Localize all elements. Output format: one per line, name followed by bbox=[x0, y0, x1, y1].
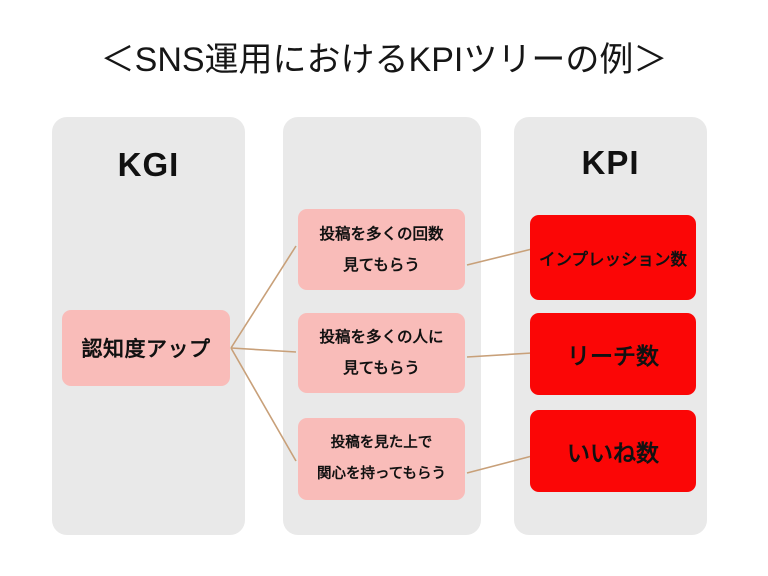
column-heading-kpi: KPI bbox=[581, 144, 640, 181]
node-middle-1-text: 投稿を多くの回数 見てもらう bbox=[319, 219, 443, 281]
node-kpi-3-label: いいね数 bbox=[567, 440, 659, 466]
node-middle-2-line1: 投稿を多くの人に bbox=[319, 329, 444, 346]
node-kgi-label: 認知度アップ bbox=[81, 338, 211, 361]
node-kpi-1-label: インプレッション数 bbox=[538, 250, 687, 269]
node-middle-3-text: 投稿を見た上で 関心を持ってもらう bbox=[317, 428, 446, 490]
node-kpi-3[interactable]: いいね数 bbox=[530, 410, 696, 492]
node-middle-3[interactable]: 投稿を見た上で 関心を持ってもらう bbox=[298, 418, 465, 500]
node-middle-2[interactable]: 投稿を多くの人に 見てもらう bbox=[298, 313, 465, 393]
node-middle-3-line1: 投稿を見た上で bbox=[330, 435, 433, 451]
node-middle-2-text: 投稿を多くの人に 見てもらう bbox=[319, 322, 443, 384]
page-title: ＜SNS運用におけるKPIツリーの例＞ bbox=[100, 41, 668, 79]
node-middle-1-line2: 見てもらう bbox=[343, 256, 420, 274]
node-middle-1[interactable]: 投稿を多くの回数 見てもらう bbox=[298, 209, 465, 290]
node-kpi-2[interactable]: リーチ数 bbox=[530, 313, 696, 395]
node-middle-1-line1: 投稿を多くの回数 bbox=[319, 225, 444, 243]
node-kpi-2-label: リーチ数 bbox=[567, 343, 659, 369]
column-heading-kgi: KGI bbox=[117, 146, 180, 183]
node-middle-2-line2: 見てもらう bbox=[343, 360, 420, 377]
node-middle-3-line2: 関心を持ってもらう bbox=[316, 466, 447, 482]
node-kgi[interactable]: 認知度アップ bbox=[62, 310, 230, 386]
node-kpi-1[interactable]: インプレッション数 bbox=[530, 215, 696, 300]
